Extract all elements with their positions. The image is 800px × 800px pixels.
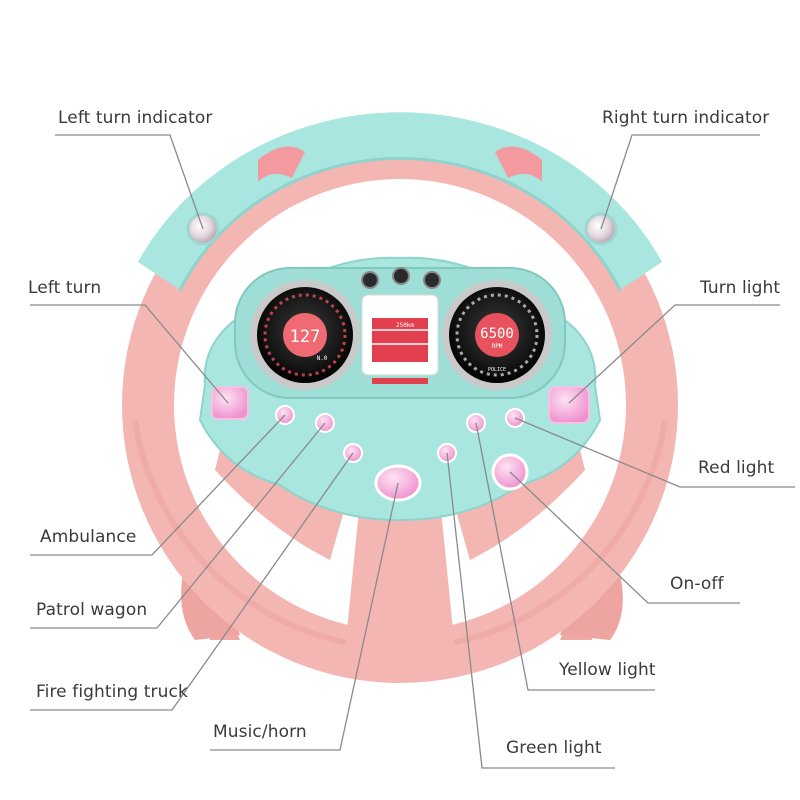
leader-left-turn (30, 304, 229, 404)
leader-red-light (514, 417, 795, 488)
left-ear-decoration (258, 146, 305, 182)
turn-light-button[interactable] (548, 386, 590, 424)
leader-left-turn-indicator (55, 134, 204, 230)
leader-yellow-light (475, 422, 655, 691)
right-gauge-unit: RPM (492, 343, 503, 350)
label-ambulance: Ambulance (40, 527, 137, 547)
left-gauge-unit: N.0 (317, 355, 328, 362)
label-on-off: On-off (670, 574, 724, 594)
leader-on-off (509, 471, 740, 604)
label-fire-fighting-truck: Fire fighting truck (36, 682, 188, 702)
leader-lines (30, 134, 795, 769)
leader-patrol-wagon (30, 422, 326, 629)
leader-fire-fighting-truck (30, 452, 354, 711)
right-gauge-value: 6500 (480, 326, 514, 342)
label-green-light: Green light (506, 738, 602, 758)
leader-right-turn-indicator (600, 134, 760, 230)
leader-music-horn (210, 482, 399, 751)
right-ear-decoration (495, 146, 542, 182)
label-right-turn-indicator: Right turn indicator (602, 108, 770, 128)
dashboard (234, 267, 566, 399)
leader-green-light (446, 452, 615, 769)
left-turn-button[interactable] (211, 386, 249, 420)
dashboard-light-center (392, 267, 410, 285)
label-left-turn-indicator: Left turn indicator (58, 108, 213, 128)
left-gauge-value: 127 (290, 327, 321, 347)
right-gauge-caption: POLICE (488, 367, 506, 373)
label-turn-light: Turn light (700, 278, 781, 298)
leader-ambulance (30, 414, 286, 556)
label-music-horn: Music/horn (213, 722, 307, 742)
dashboard-light-left (361, 271, 379, 289)
label-patrol-wagon: Patrol wagon (36, 600, 148, 620)
center-readout: 250km (396, 322, 414, 329)
label-left-turn: Left turn (28, 278, 102, 298)
leader-turn-light (568, 304, 780, 404)
label-yellow-light: Yellow light (559, 660, 656, 680)
dashboard-light-right (423, 271, 441, 289)
label-red-light: Red light (698, 458, 775, 478)
